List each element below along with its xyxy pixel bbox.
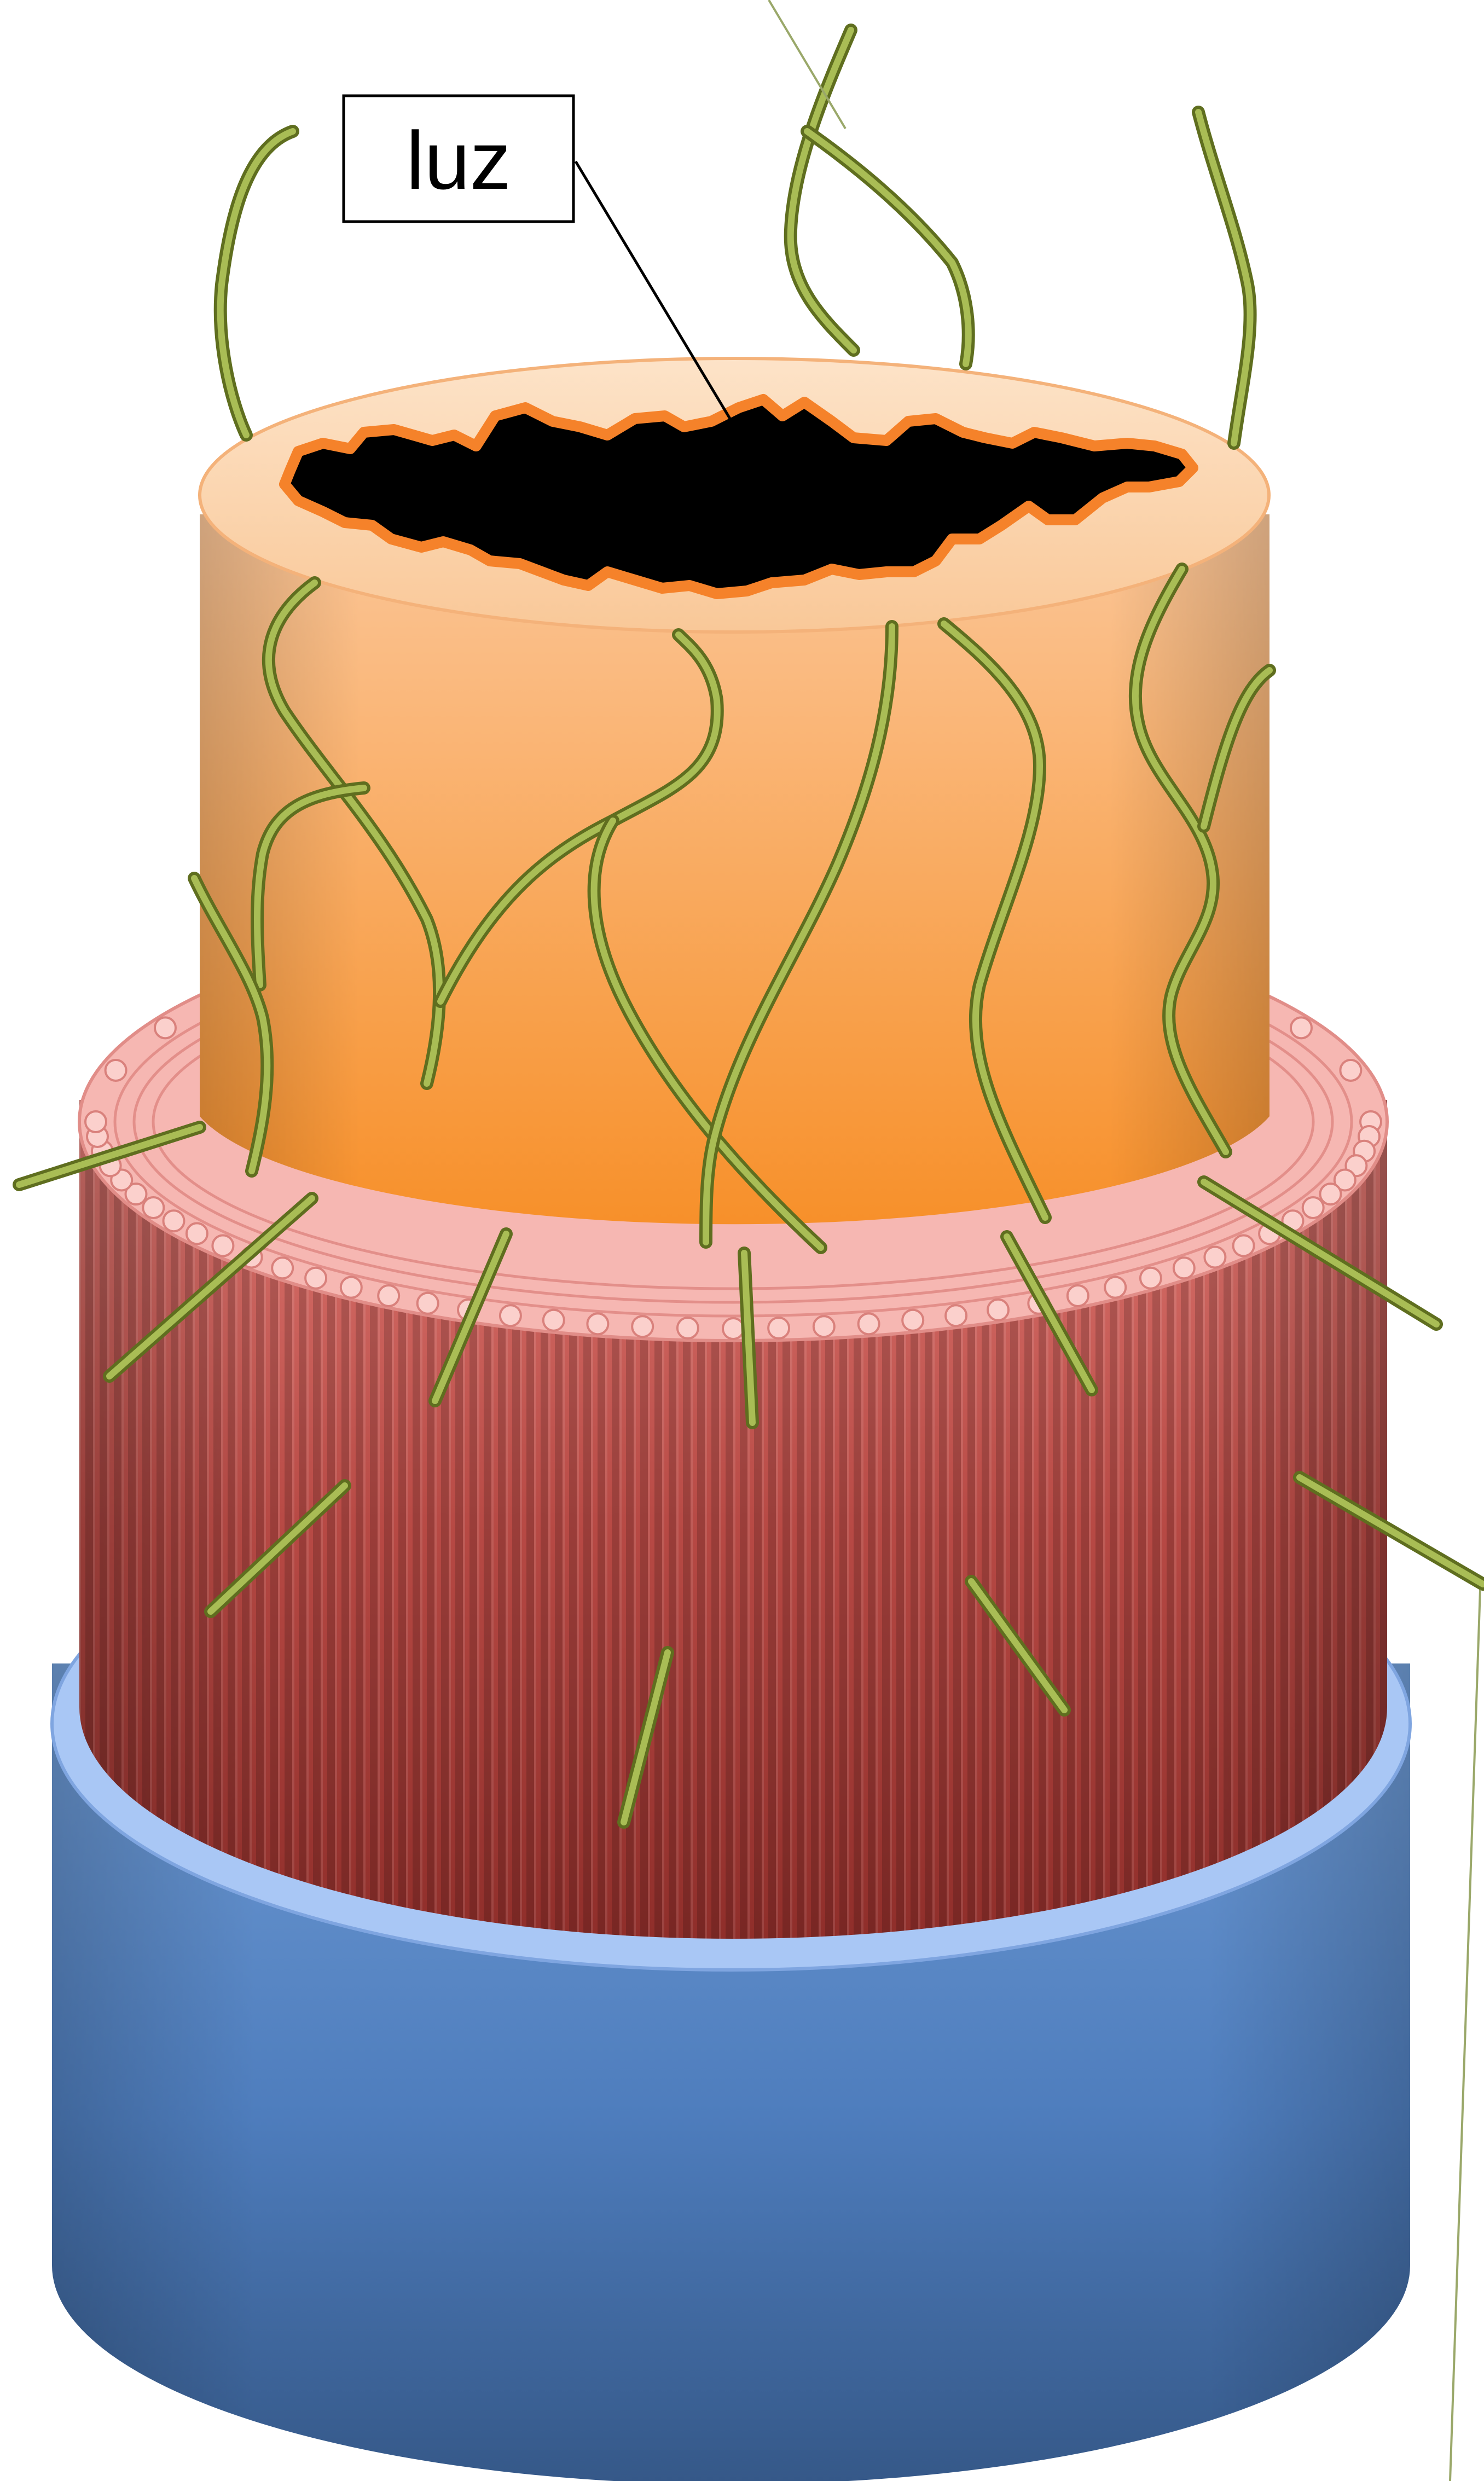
lamina-bead xyxy=(946,1305,966,1326)
lamina-bead xyxy=(632,1316,653,1337)
lamina-bead xyxy=(164,1210,184,1231)
lamina-bead xyxy=(1320,1184,1341,1204)
elastic-fiber xyxy=(791,30,854,350)
lamina-bead xyxy=(305,1268,326,1289)
lamina-bead xyxy=(677,1318,698,1338)
lamina-bead xyxy=(341,1277,362,1298)
lamina-bead xyxy=(212,1236,233,1256)
lamina-bead xyxy=(543,1310,564,1331)
lamina-bead xyxy=(587,1313,608,1334)
lamina-bead xyxy=(378,1285,399,1306)
lamina-bead xyxy=(418,1293,438,1314)
lamina-bead xyxy=(1068,1285,1088,1306)
lamina-bead xyxy=(988,1300,1008,1320)
lamina-bead xyxy=(155,1017,176,1038)
lumen-label-text: luz xyxy=(406,114,511,206)
lamina-bead xyxy=(859,1313,879,1334)
lamina-bead xyxy=(1291,1017,1312,1038)
elastic-fiber-highlight xyxy=(221,131,293,435)
lamina-bead xyxy=(902,1310,923,1331)
lamina-bead xyxy=(723,1318,744,1339)
lamina-bead xyxy=(1233,1236,1254,1256)
thin-leader-line-right xyxy=(1450,1590,1480,2481)
lamina-bead xyxy=(1204,1247,1225,1268)
lumen-label: luz xyxy=(344,96,573,222)
lamina-bead xyxy=(272,1257,293,1278)
lamina-bead xyxy=(1174,1257,1195,1278)
lamina-bead xyxy=(500,1305,521,1326)
lamina-bead xyxy=(1140,1268,1161,1289)
lamina-bead xyxy=(1303,1197,1324,1218)
lamina-bead xyxy=(1105,1277,1126,1298)
lamina-bead xyxy=(187,1223,207,1244)
lamina-bead xyxy=(143,1197,164,1218)
lamina-bead xyxy=(768,1318,789,1338)
lamina-bead xyxy=(85,1111,106,1132)
lamina-bead xyxy=(814,1316,834,1337)
lamina-bead xyxy=(106,1060,126,1081)
lamina-bead xyxy=(1340,1060,1361,1081)
